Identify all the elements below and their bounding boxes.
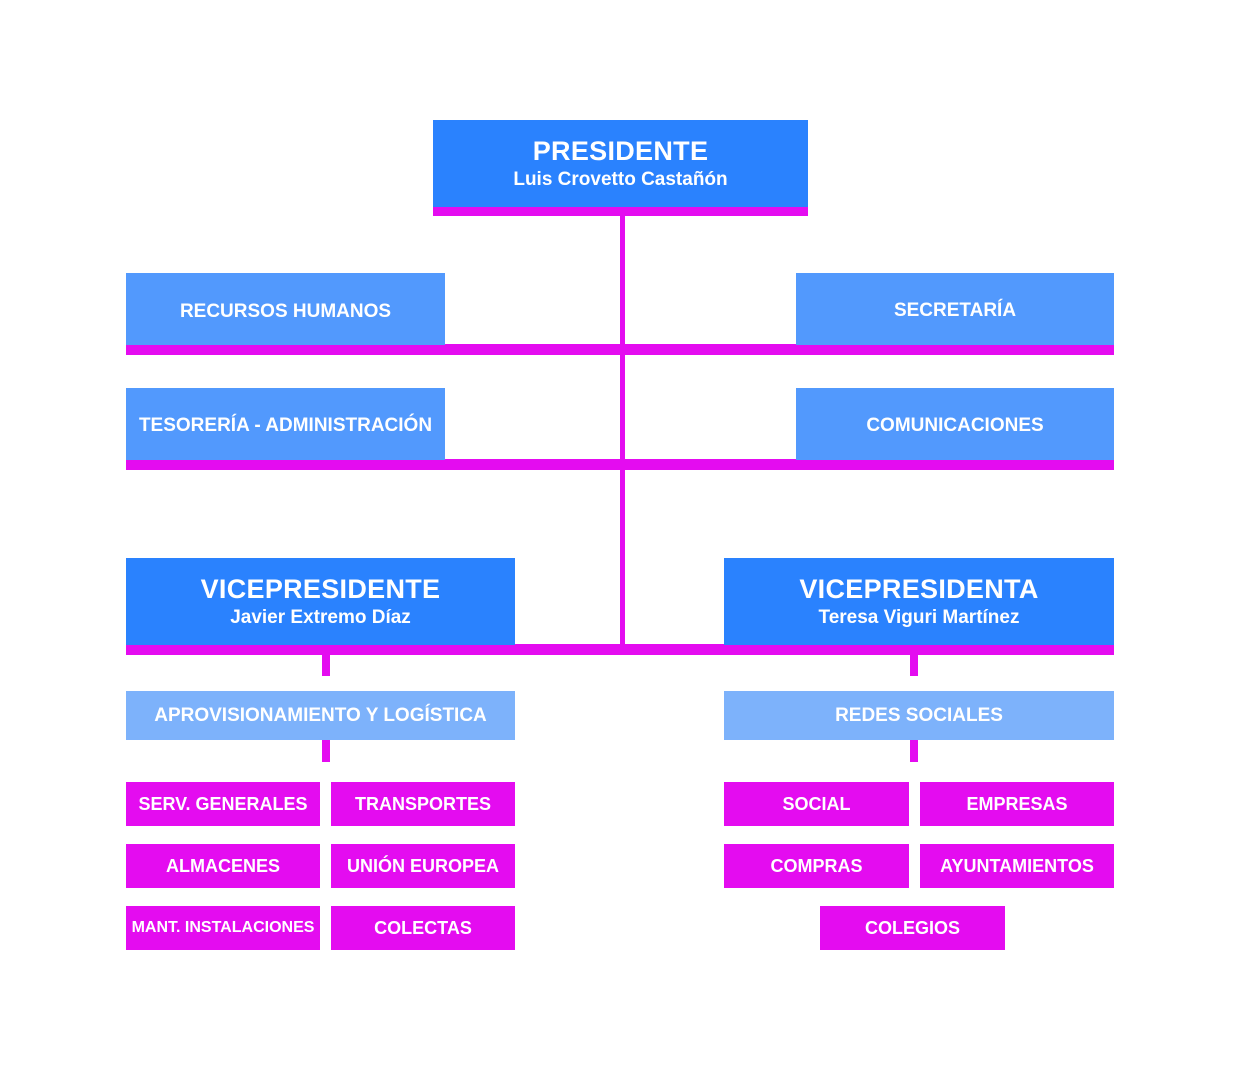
connector-trunk: [620, 214, 625, 650]
dept-communications: COMUNICACIONES: [796, 388, 1114, 460]
president-name: Luis Crovetto Castañón: [513, 168, 728, 190]
connector-right-vp-to-sub: [910, 654, 918, 676]
unit-colegios: COLEGIOS: [820, 906, 1005, 950]
vp-right-box: VICEPRESIDENTA Teresa Viguri Martínez: [724, 558, 1114, 645]
president-box: PRESIDENTE Luis Crovetto Castañón: [433, 120, 808, 207]
unit-social: SOCIAL: [724, 782, 909, 826]
connector-left-sub-to-units: [322, 739, 330, 762]
president-role: PRESIDENTE: [532, 135, 709, 166]
unit-serv-generales: SERV. GENERALES: [126, 782, 320, 826]
unit-almacenes: ALMACENES: [126, 844, 320, 888]
dept-treasury: TESORERÍA - ADMINISTRACIÓN: [126, 388, 445, 460]
right-branch-title: REDES SOCIALES: [724, 691, 1114, 740]
vp-left-name: Javier Extremo Díaz: [230, 606, 411, 628]
unit-colectas: COLECTAS: [331, 906, 515, 950]
connector-right-sub-to-units: [910, 739, 918, 762]
vp-left-box: VICEPRESIDENTE Javier Extremo Díaz: [126, 558, 515, 645]
dept-hr: RECURSOS HUMANOS: [126, 273, 445, 345]
unit-mant-instalaciones: MANT. INSTALACIONES: [126, 906, 320, 950]
president-underline: [433, 206, 808, 216]
dept-secretary: SECRETARÍA: [796, 273, 1114, 345]
dept-row1-bar: [126, 344, 1114, 355]
connector-left-vp-to-sub: [322, 654, 330, 676]
vp-left-role: VICEPRESIDENTE: [200, 573, 441, 604]
left-branch-title: APROVISIONAMIENTO Y LOGÍSTICA: [126, 691, 515, 740]
dept-row2-bar: [126, 459, 1114, 470]
vp-right-role: VICEPRESIDENTA: [799, 573, 1039, 604]
unit-ayuntamientos: AYUNTAMIENTOS: [920, 844, 1114, 888]
unit-union-europea: UNIÓN EUROPEA: [331, 844, 515, 888]
unit-transportes: TRANSPORTES: [331, 782, 515, 826]
unit-compras: COMPRAS: [724, 844, 909, 888]
vp-bar: [126, 644, 1114, 655]
unit-empresas: EMPRESAS: [920, 782, 1114, 826]
vp-right-name: Teresa Viguri Martínez: [818, 606, 1020, 628]
